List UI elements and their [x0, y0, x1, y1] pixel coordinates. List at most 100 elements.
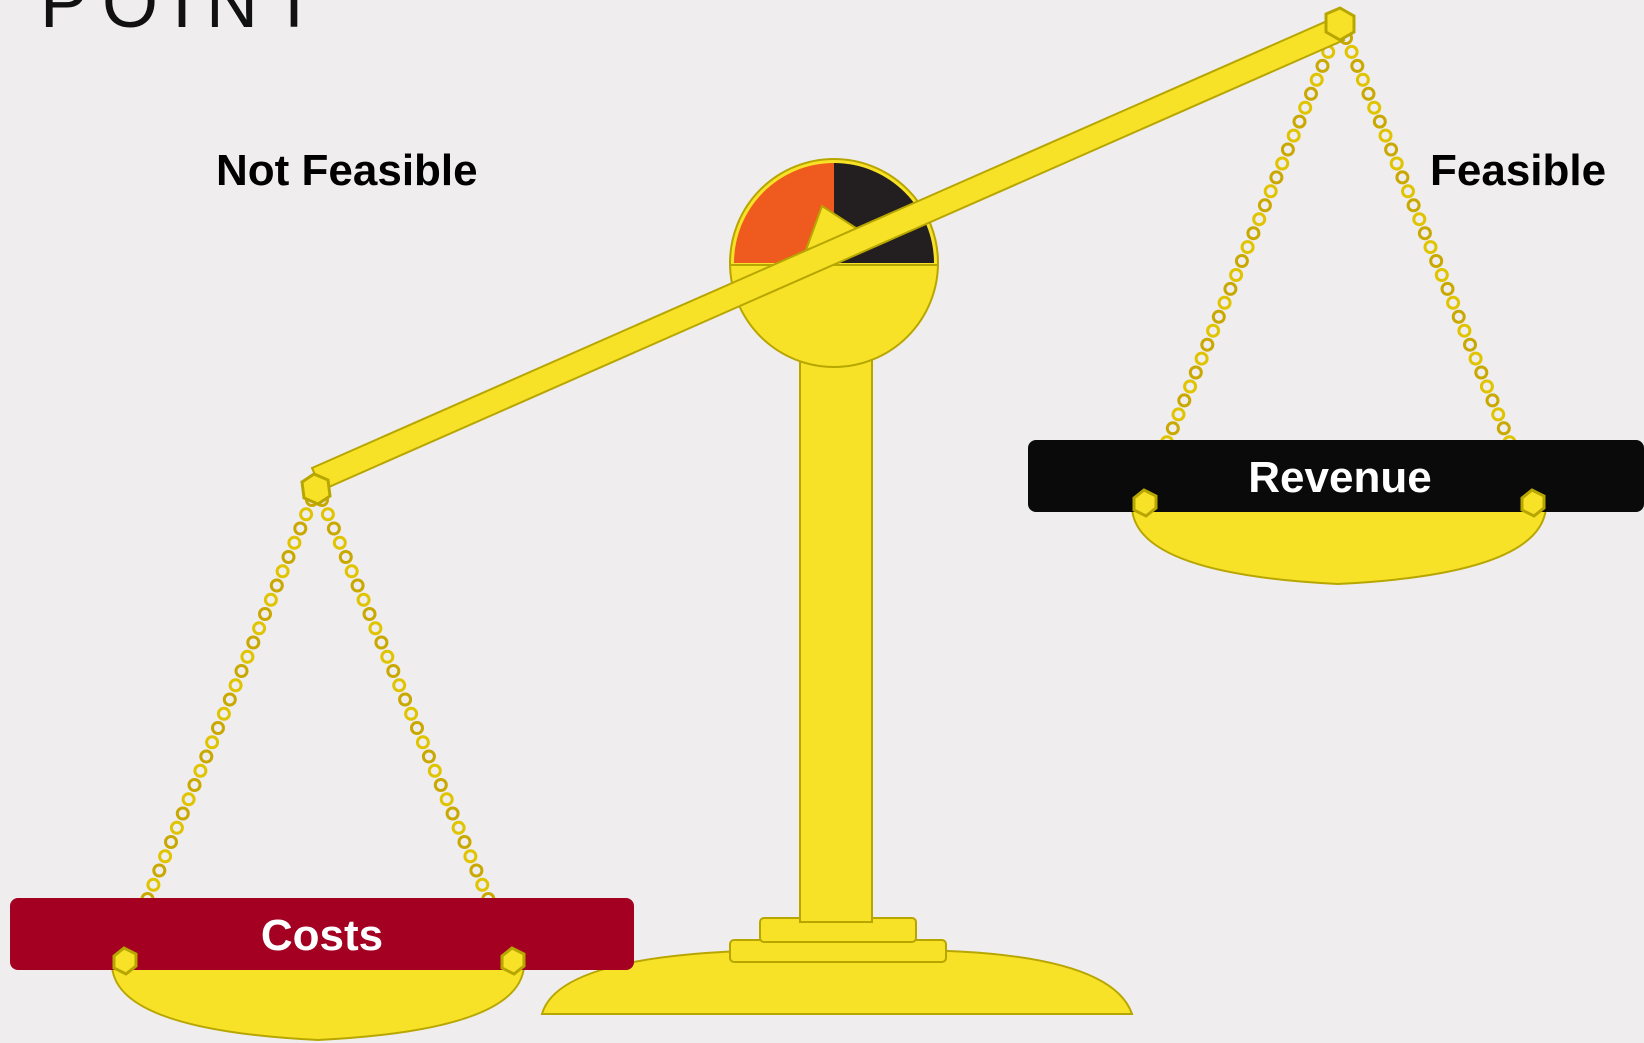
chain-link — [1378, 128, 1393, 143]
chain-link — [1412, 212, 1427, 227]
chain-link — [1457, 323, 1472, 338]
chain-link — [299, 507, 314, 522]
chain-link — [1246, 226, 1261, 241]
revenue-label: Revenue — [1248, 453, 1431, 502]
chain-link — [1479, 379, 1494, 394]
chain-link — [164, 835, 178, 849]
chain-link — [1417, 226, 1432, 241]
chain-link — [439, 792, 454, 807]
chain-link — [293, 521, 308, 536]
chain-link — [263, 592, 278, 607]
chain-link — [175, 806, 190, 821]
page-title: POINT — [40, 0, 331, 43]
chain-link — [1257, 198, 1272, 213]
chain-link — [1188, 365, 1203, 380]
chain-link — [222, 692, 237, 707]
chain-link — [187, 778, 202, 792]
chain-link — [1384, 142, 1399, 157]
chain-link — [1372, 114, 1387, 129]
chain-link — [1309, 72, 1324, 87]
chain-link — [1280, 142, 1295, 157]
chain-link — [1206, 323, 1221, 338]
chain-link — [1491, 407, 1506, 422]
chain-link — [252, 621, 267, 636]
chain-link — [1240, 240, 1255, 255]
chain-link — [320, 507, 335, 522]
chain-link — [246, 635, 261, 650]
chain-link — [1263, 184, 1278, 199]
chain-link — [169, 820, 184, 835]
chain-link — [1223, 281, 1238, 296]
chain-link — [338, 550, 353, 564]
chain-link — [1401, 184, 1415, 199]
chain-link — [457, 835, 472, 849]
chain-link — [451, 820, 466, 835]
gauge-orange-segment — [734, 163, 834, 263]
chain-link — [421, 749, 436, 764]
chain-link — [326, 521, 341, 536]
chain-link — [1485, 393, 1500, 408]
chain-link — [234, 664, 249, 678]
chain-link — [240, 649, 255, 664]
chain-link — [181, 792, 196, 807]
chain-link — [228, 678, 243, 693]
left-pivot-icon — [300, 472, 332, 506]
chain-link — [1355, 72, 1370, 87]
left-pan-chain-left — [117, 493, 319, 963]
chain-link — [281, 550, 296, 564]
chain-link — [415, 735, 430, 750]
chain-link — [1217, 295, 1232, 310]
feasible-label: Feasible — [1430, 146, 1607, 195]
chain-link — [1165, 421, 1180, 436]
chain-link — [1446, 295, 1461, 310]
chain-link — [1292, 114, 1307, 129]
chain-link — [146, 877, 161, 892]
chain-link — [374, 635, 389, 650]
chain-link — [404, 706, 419, 721]
chain-link — [386, 664, 401, 678]
chain-link — [398, 692, 413, 707]
chain-link — [1177, 393, 1192, 408]
chain-link — [1315, 58, 1330, 73]
chain-link — [211, 721, 225, 735]
chain-link — [1440, 281, 1455, 296]
chain-link — [1395, 170, 1410, 185]
scale-post — [799, 339, 873, 923]
chain-link — [1200, 337, 1215, 352]
chain-link — [205, 735, 220, 750]
chain-link — [1496, 421, 1511, 436]
costs-pan: Costs — [10, 898, 634, 1042]
scale-base — [540, 917, 1134, 1015]
chain-link — [445, 806, 460, 821]
costs-label-box — [10, 898, 634, 970]
chain-link — [1252, 212, 1267, 227]
chain-link — [1194, 351, 1209, 366]
chain-link — [1275, 156, 1290, 171]
chain-link — [427, 763, 442, 778]
chain-link — [332, 535, 347, 550]
chain-link — [1211, 309, 1226, 324]
chain-link — [1451, 309, 1466, 324]
revenue-pan: Revenue — [1028, 440, 1644, 586]
costs-label: Costs — [261, 911, 383, 960]
chain-link — [1171, 407, 1186, 422]
chain-link — [1304, 86, 1318, 101]
revenue-label-box — [1028, 440, 1644, 512]
chain-link — [275, 564, 290, 579]
chain-link — [392, 678, 407, 693]
chain-link — [1434, 268, 1449, 282]
chain-link — [1269, 170, 1284, 185]
chain-link — [1463, 337, 1477, 352]
right-pan-chain-right — [1339, 31, 1539, 505]
chain-link — [463, 849, 478, 864]
chain-link — [1183, 379, 1198, 394]
chain-link — [475, 877, 490, 892]
chain-link — [269, 578, 284, 593]
chain-link — [380, 649, 395, 664]
left-pan-chain-right — [315, 493, 519, 963]
chain-link — [1389, 156, 1404, 171]
chain-link — [469, 863, 484, 878]
chain-link — [1468, 351, 1483, 366]
chain-link — [152, 863, 167, 878]
